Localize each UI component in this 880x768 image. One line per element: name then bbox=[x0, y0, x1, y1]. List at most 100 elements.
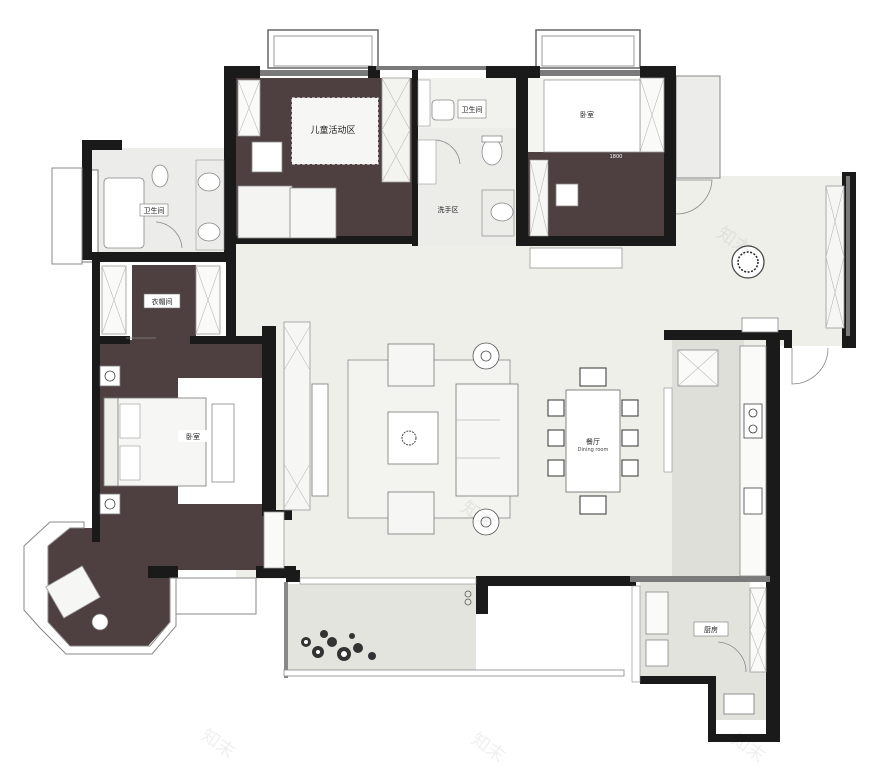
master-toilet bbox=[151, 164, 169, 188]
label-wash-area: 洗手区 bbox=[438, 205, 459, 214]
laundry-outline bbox=[631, 585, 641, 683]
kids-desk bbox=[237, 185, 293, 239]
laundry-sink bbox=[645, 639, 669, 667]
floor-lamp-bottom-inner bbox=[480, 516, 492, 528]
entry-plant-pot bbox=[731, 245, 765, 279]
burner-1 bbox=[748, 408, 758, 418]
kids-wardrobe-lines bbox=[381, 77, 411, 183]
vanity bbox=[195, 159, 225, 251]
balcony-rail-bottom bbox=[283, 669, 625, 677]
label-bg-kitchen bbox=[693, 621, 729, 637]
label-bed2-note: 1800 bbox=[610, 154, 623, 160]
master-headboard bbox=[103, 397, 119, 487]
tv-cabinet bbox=[283, 321, 311, 511]
kids-bath-sink bbox=[431, 99, 455, 121]
washing-machine bbox=[645, 591, 669, 635]
label-dining-sub: Dining room bbox=[578, 447, 609, 453]
entry-door-arc bbox=[791, 347, 829, 385]
closet-right-lines bbox=[195, 265, 221, 335]
balcony-drain bbox=[464, 590, 472, 598]
balcony-drain-2 bbox=[464, 598, 472, 606]
bed2-wardrobe-lines bbox=[639, 77, 665, 153]
burner-2 bbox=[748, 424, 758, 434]
armchair-top bbox=[387, 343, 435, 387]
side-table bbox=[91, 613, 109, 631]
bed2-window-sill bbox=[529, 247, 623, 269]
balcony-floor bbox=[286, 584, 476, 670]
nightstand-lamp-2 bbox=[104, 498, 116, 510]
label-master-bath: 卫生间 bbox=[144, 206, 165, 215]
laundry-cabinet bbox=[749, 587, 767, 673]
kids-bed bbox=[289, 187, 337, 239]
window-bed2-inner bbox=[541, 35, 635, 67]
master-pillow-1 bbox=[119, 403, 141, 439]
wash-cabinet bbox=[417, 139, 437, 185]
fridge-lines bbox=[677, 349, 719, 387]
label-walkin-closet: 衣帽间 bbox=[152, 297, 173, 306]
sideboard bbox=[663, 387, 673, 473]
label-bg-dining bbox=[576, 436, 610, 454]
laundry-cabinet-lines bbox=[749, 587, 767, 673]
master-pillow-2 bbox=[119, 445, 141, 481]
window-bath bbox=[51, 167, 83, 265]
label-bg-closet bbox=[143, 293, 181, 309]
bed2-chair bbox=[555, 183, 579, 207]
walls bbox=[82, 66, 856, 742]
watermark-3: 知末 bbox=[197, 725, 239, 763]
bath-door-arc bbox=[155, 221, 183, 249]
nightstand-lamp-1 bbox=[104, 370, 116, 382]
bay-window-frame bbox=[23, 521, 177, 655]
sink-1 bbox=[197, 172, 221, 192]
master-window bbox=[169, 577, 257, 615]
coffee-table bbox=[387, 411, 439, 465]
label-master-bedroom: 卧室 bbox=[186, 432, 200, 441]
shoe-cabinet bbox=[825, 185, 845, 329]
watermark-4: 知末 bbox=[467, 729, 509, 767]
master-wardrobe bbox=[263, 511, 285, 569]
label-bg-masterbath bbox=[139, 203, 169, 217]
floor-lamp-bottom bbox=[472, 508, 500, 536]
kids-chair bbox=[251, 141, 283, 173]
kids-window-seat-lines bbox=[237, 79, 261, 137]
bathtub bbox=[103, 177, 145, 249]
utility-basin bbox=[723, 693, 755, 715]
toilet-kids-tank bbox=[481, 135, 503, 143]
bed2-desk-lines bbox=[529, 159, 549, 237]
label-kids-area: 儿童活动区 bbox=[310, 124, 355, 136]
sofa bbox=[455, 383, 519, 497]
shoe-cabinet-lines bbox=[825, 185, 845, 329]
kitchen-sink bbox=[743, 487, 763, 515]
label-bg-kidsbath bbox=[457, 99, 487, 119]
wash-basin bbox=[490, 202, 514, 222]
balcony-door bbox=[299, 577, 477, 585]
kids-wardrobe bbox=[381, 77, 411, 183]
coffee-table-plant bbox=[401, 430, 417, 446]
cooktop bbox=[743, 403, 763, 439]
wash-counter bbox=[481, 189, 515, 237]
toilet-kids bbox=[481, 138, 503, 166]
utility-door-arc bbox=[717, 641, 747, 673]
bay-window-floor bbox=[48, 528, 170, 646]
grey-walls bbox=[260, 66, 850, 582]
balcony-right-top bbox=[675, 75, 721, 179]
wash-door-arc bbox=[435, 139, 461, 165]
master-bench bbox=[211, 403, 235, 483]
balcony-plants-light bbox=[304, 640, 347, 657]
dining-chairs bbox=[547, 367, 639, 515]
nightstand-1 bbox=[99, 365, 121, 387]
entry-bench bbox=[741, 317, 779, 333]
balcony-frame bbox=[284, 582, 288, 678]
front-door-arc bbox=[675, 179, 713, 215]
kitchen-counter bbox=[739, 345, 767, 577]
label-bg-bed2 bbox=[572, 108, 602, 120]
closet-left-lines bbox=[101, 265, 127, 335]
lounge-chair bbox=[45, 565, 101, 619]
tv-cabinet-lines bbox=[283, 325, 311, 509]
shower-panel bbox=[417, 79, 431, 127]
floor-lamp-top-inner bbox=[480, 350, 492, 362]
bedroom2-floor bbox=[528, 152, 672, 244]
label-bedroom2: 卧室 bbox=[580, 110, 594, 119]
label-bg-kids bbox=[303, 124, 363, 136]
armchair-bottom bbox=[387, 491, 435, 535]
